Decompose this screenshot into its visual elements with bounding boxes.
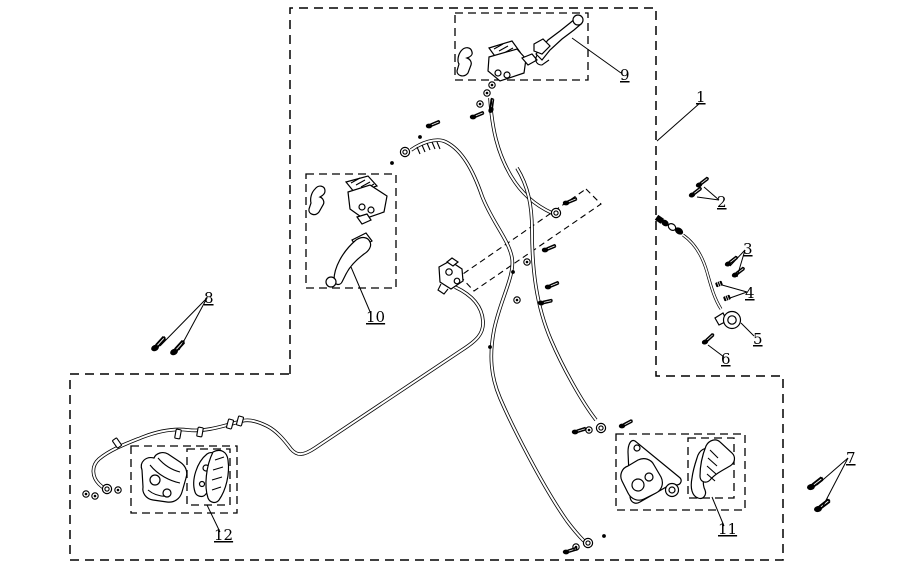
callout-label-10: 10 [366, 308, 385, 326]
callout-label-1: 1 [696, 88, 706, 106]
washer [488, 81, 496, 89]
bolt [561, 545, 578, 557]
callout-label-6: 6 [721, 350, 731, 368]
rear-brake-caliper [620, 439, 682, 504]
assembly-boundary [69, 7, 784, 561]
callout-leader-7b [822, 457, 849, 507]
bolt [166, 339, 189, 358]
bolt [469, 110, 485, 121]
callout-label-5: 5 [753, 330, 763, 348]
hose-eyelet [399, 146, 411, 158]
callout-leader-4b [729, 291, 748, 299]
washer [513, 296, 521, 304]
callout-leader-7a [816, 457, 849, 486]
hose-spring-guard [416, 141, 441, 155]
rivet [602, 534, 606, 538]
washer [114, 486, 122, 494]
rivet [488, 345, 492, 349]
callout-label-2: 2 [717, 193, 727, 211]
washer [523, 258, 531, 266]
detail-box-11-pads [687, 437, 735, 499]
master-cylinder [487, 40, 538, 82]
callout-label-12: 12 [214, 526, 233, 544]
bolt [147, 335, 170, 354]
callout-label-7: 7 [846, 449, 856, 467]
upper-brake-hose [488, 97, 553, 215]
detail-box-10 [305, 173, 397, 289]
callout-label-8: 8 [204, 289, 214, 307]
detail-box-9 [454, 12, 589, 81]
callout-leaders [159, 37, 849, 533]
retainer-clip [714, 280, 724, 288]
hose-eyelet [101, 483, 113, 495]
callout-leader-8b [178, 297, 208, 351]
bolt [811, 498, 833, 514]
callout-leader-4a [721, 284, 748, 293]
callout-leader-2a [703, 186, 720, 201]
washer [82, 490, 90, 498]
hose-eyelet [582, 537, 594, 549]
bolt [617, 418, 634, 430]
callout-leader-5 [740, 322, 755, 337]
master-cylinder [344, 175, 388, 225]
speed-sensor-assembly [654, 214, 742, 330]
rear-brake-hose [409, 138, 586, 543]
callout-label-9: 9 [620, 66, 630, 84]
washer [483, 89, 491, 97]
hose-clamps [111, 415, 245, 449]
callout-label-11: 11 [718, 520, 737, 538]
callout-leader-12 [206, 504, 221, 533]
frame-section-marker [459, 188, 602, 292]
bolt [699, 332, 717, 347]
callout-leader-9 [571, 37, 622, 74]
callout-leader-2b [696, 196, 720, 201]
callout-leader-10 [350, 266, 372, 315]
washer [91, 492, 99, 500]
callout-leader-3a [729, 249, 746, 267]
bolt [541, 243, 557, 254]
washer [476, 100, 484, 108]
callout-label-3: 3 [743, 240, 753, 258]
brake-lever [533, 14, 584, 66]
rear-master-cylinder-assembly [308, 175, 388, 288]
bolt [722, 255, 740, 268]
detail-box-11 [615, 433, 746, 511]
bolt [570, 425, 587, 437]
rivet [418, 135, 422, 139]
washer [585, 426, 593, 434]
hose-eyelet [595, 422, 607, 434]
bolt [425, 119, 441, 130]
detail-box-12-pads [186, 448, 231, 506]
mid-brake-hose [515, 167, 598, 422]
bolt [693, 176, 711, 189]
rivet [390, 161, 394, 165]
bolt [544, 280, 560, 291]
bolt [686, 186, 704, 199]
callout-leader-8a [159, 297, 208, 347]
sensor-connector [654, 214, 684, 235]
retainer-clip [722, 294, 732, 302]
detail-box-12 [130, 445, 238, 514]
front-brake-caliper [140, 452, 188, 503]
callout-leader-1 [656, 102, 701, 142]
front-brake-pads [193, 449, 230, 504]
rear-brake-pads [690, 439, 736, 500]
clamp-bracket [308, 185, 326, 216]
callout-labels: 1 2 3 4 5 6 7 8 9 10 11 12 [204, 66, 856, 544]
handlebar-clamp [456, 47, 473, 77]
rivet [511, 270, 515, 274]
callout-leader-11 [711, 496, 725, 527]
brake-lever [325, 232, 373, 288]
callout-leader-3b [736, 249, 746, 278]
hose-eyelet [550, 207, 562, 219]
callout-leader-6 [707, 344, 725, 358]
sensor-cable [682, 233, 723, 310]
callout-label-4: 4 [745, 284, 755, 302]
hose-junction-block [437, 257, 464, 295]
bolt [562, 196, 578, 207]
bolt [804, 476, 826, 492]
sensor-head [714, 310, 742, 330]
front-master-cylinder-assembly [456, 14, 584, 82]
